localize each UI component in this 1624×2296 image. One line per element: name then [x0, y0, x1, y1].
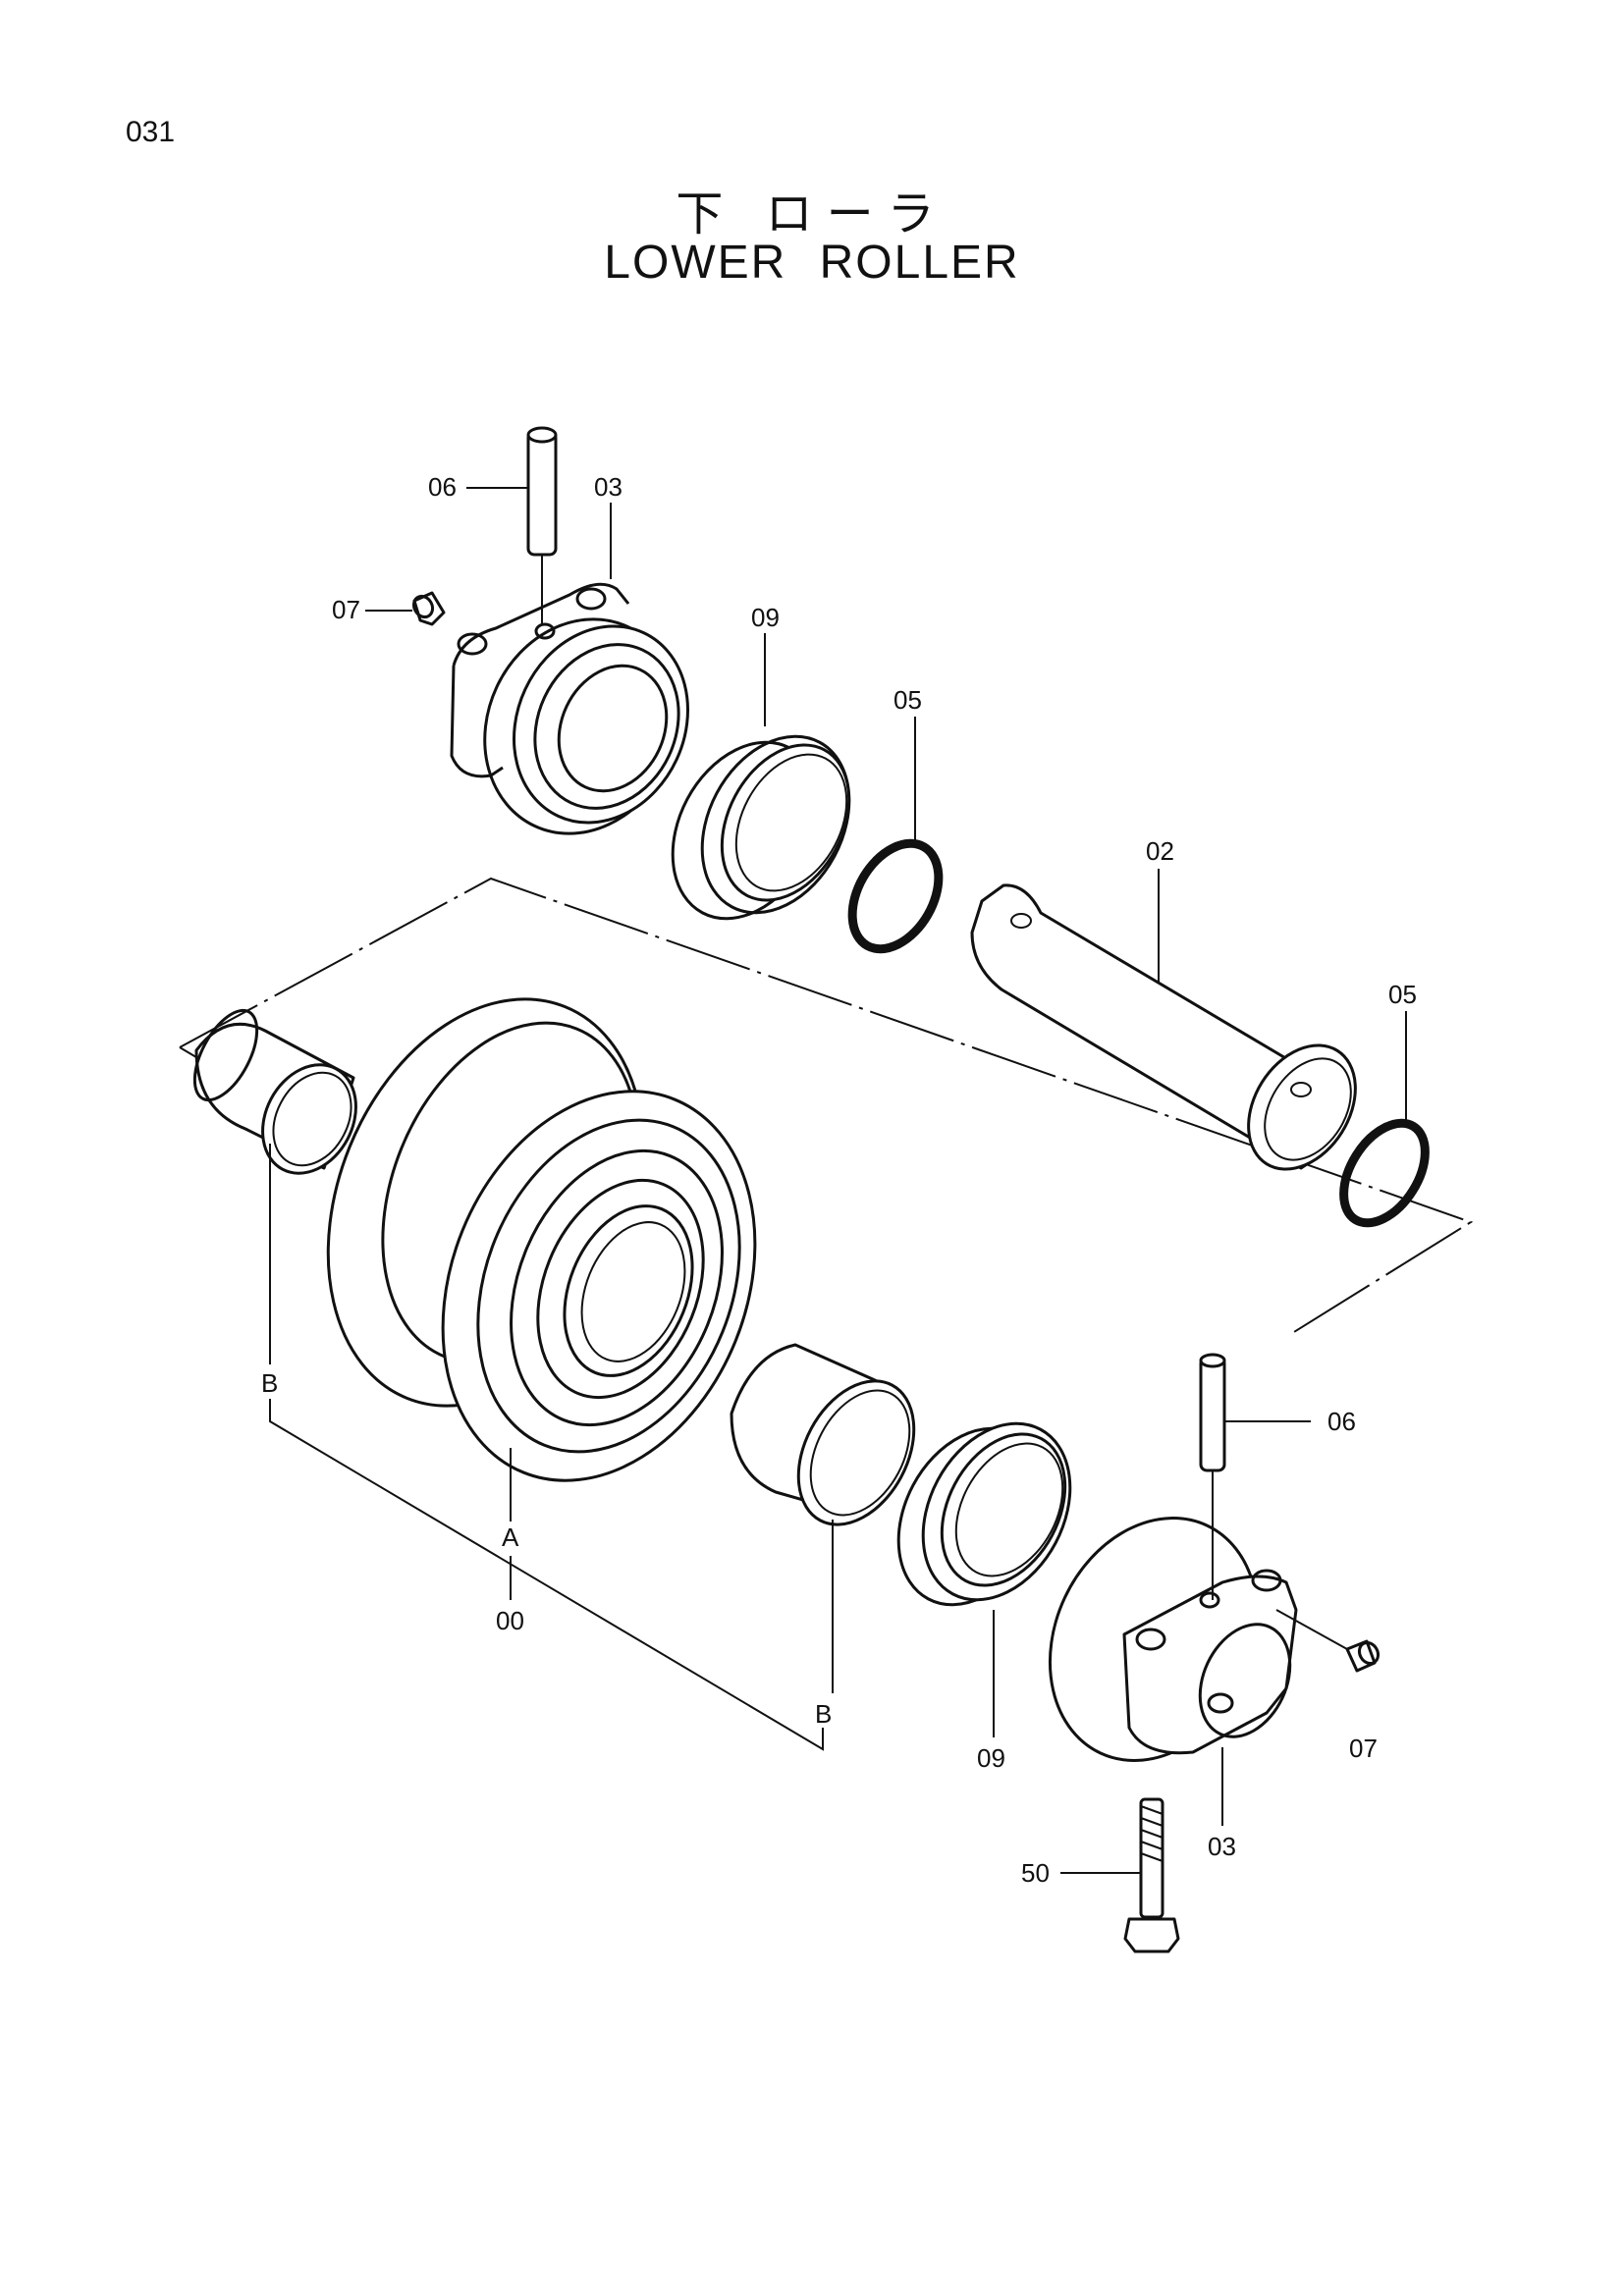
- callout-05-top: 05: [893, 685, 922, 715]
- bushing-left: [192, 1008, 357, 1175]
- plug-top: [411, 591, 446, 626]
- roller-body: [326, 997, 757, 1482]
- callout-50: 50: [1021, 1858, 1050, 1888]
- o-ring-top: [847, 838, 944, 954]
- callout-02: 02: [1146, 836, 1174, 866]
- callout-A: A: [502, 1522, 519, 1552]
- pin-bottom: [1199, 1353, 1226, 1472]
- page-number: 031: [126, 116, 176, 148]
- callout-09-top: 09: [751, 603, 780, 632]
- leader-07-bottom: [1275, 1609, 1348, 1650]
- plug-bottom: [1345, 1639, 1380, 1673]
- o-ring-right: [1339, 1118, 1430, 1228]
- end-collar-bottom: [1048, 1517, 1298, 1762]
- callout-06-top: 06: [428, 472, 457, 502]
- floating-seal-top: [671, 734, 851, 921]
- bolt: [1123, 1797, 1180, 1953]
- bushing-right: [730, 1343, 916, 1526]
- callout-07-bottom: 07: [1349, 1734, 1378, 1763]
- callout-06-bottom: 06: [1327, 1407, 1356, 1436]
- callout-09-bottom: 09: [977, 1743, 1005, 1773]
- callout-07-top: 07: [332, 595, 360, 624]
- shaft: [970, 883, 1357, 1171]
- callout-03-bottom: 03: [1208, 1832, 1236, 1861]
- title-japanese: 下 ローラ: [676, 187, 948, 241]
- callout-00: 00: [496, 1606, 524, 1635]
- callout-03-top: 03: [594, 472, 623, 502]
- floating-seal-bottom: [896, 1421, 1072, 1607]
- callout-B-left: B: [261, 1368, 278, 1398]
- leader-B-left: [269, 1144, 824, 1751]
- title-english: LOWER ROLLER: [604, 237, 1020, 289]
- end-collar-top: [450, 582, 689, 835]
- pin-top: [526, 426, 558, 557]
- callout-B-bottom: B: [815, 1699, 832, 1729]
- callout-05-right: 05: [1388, 980, 1417, 1009]
